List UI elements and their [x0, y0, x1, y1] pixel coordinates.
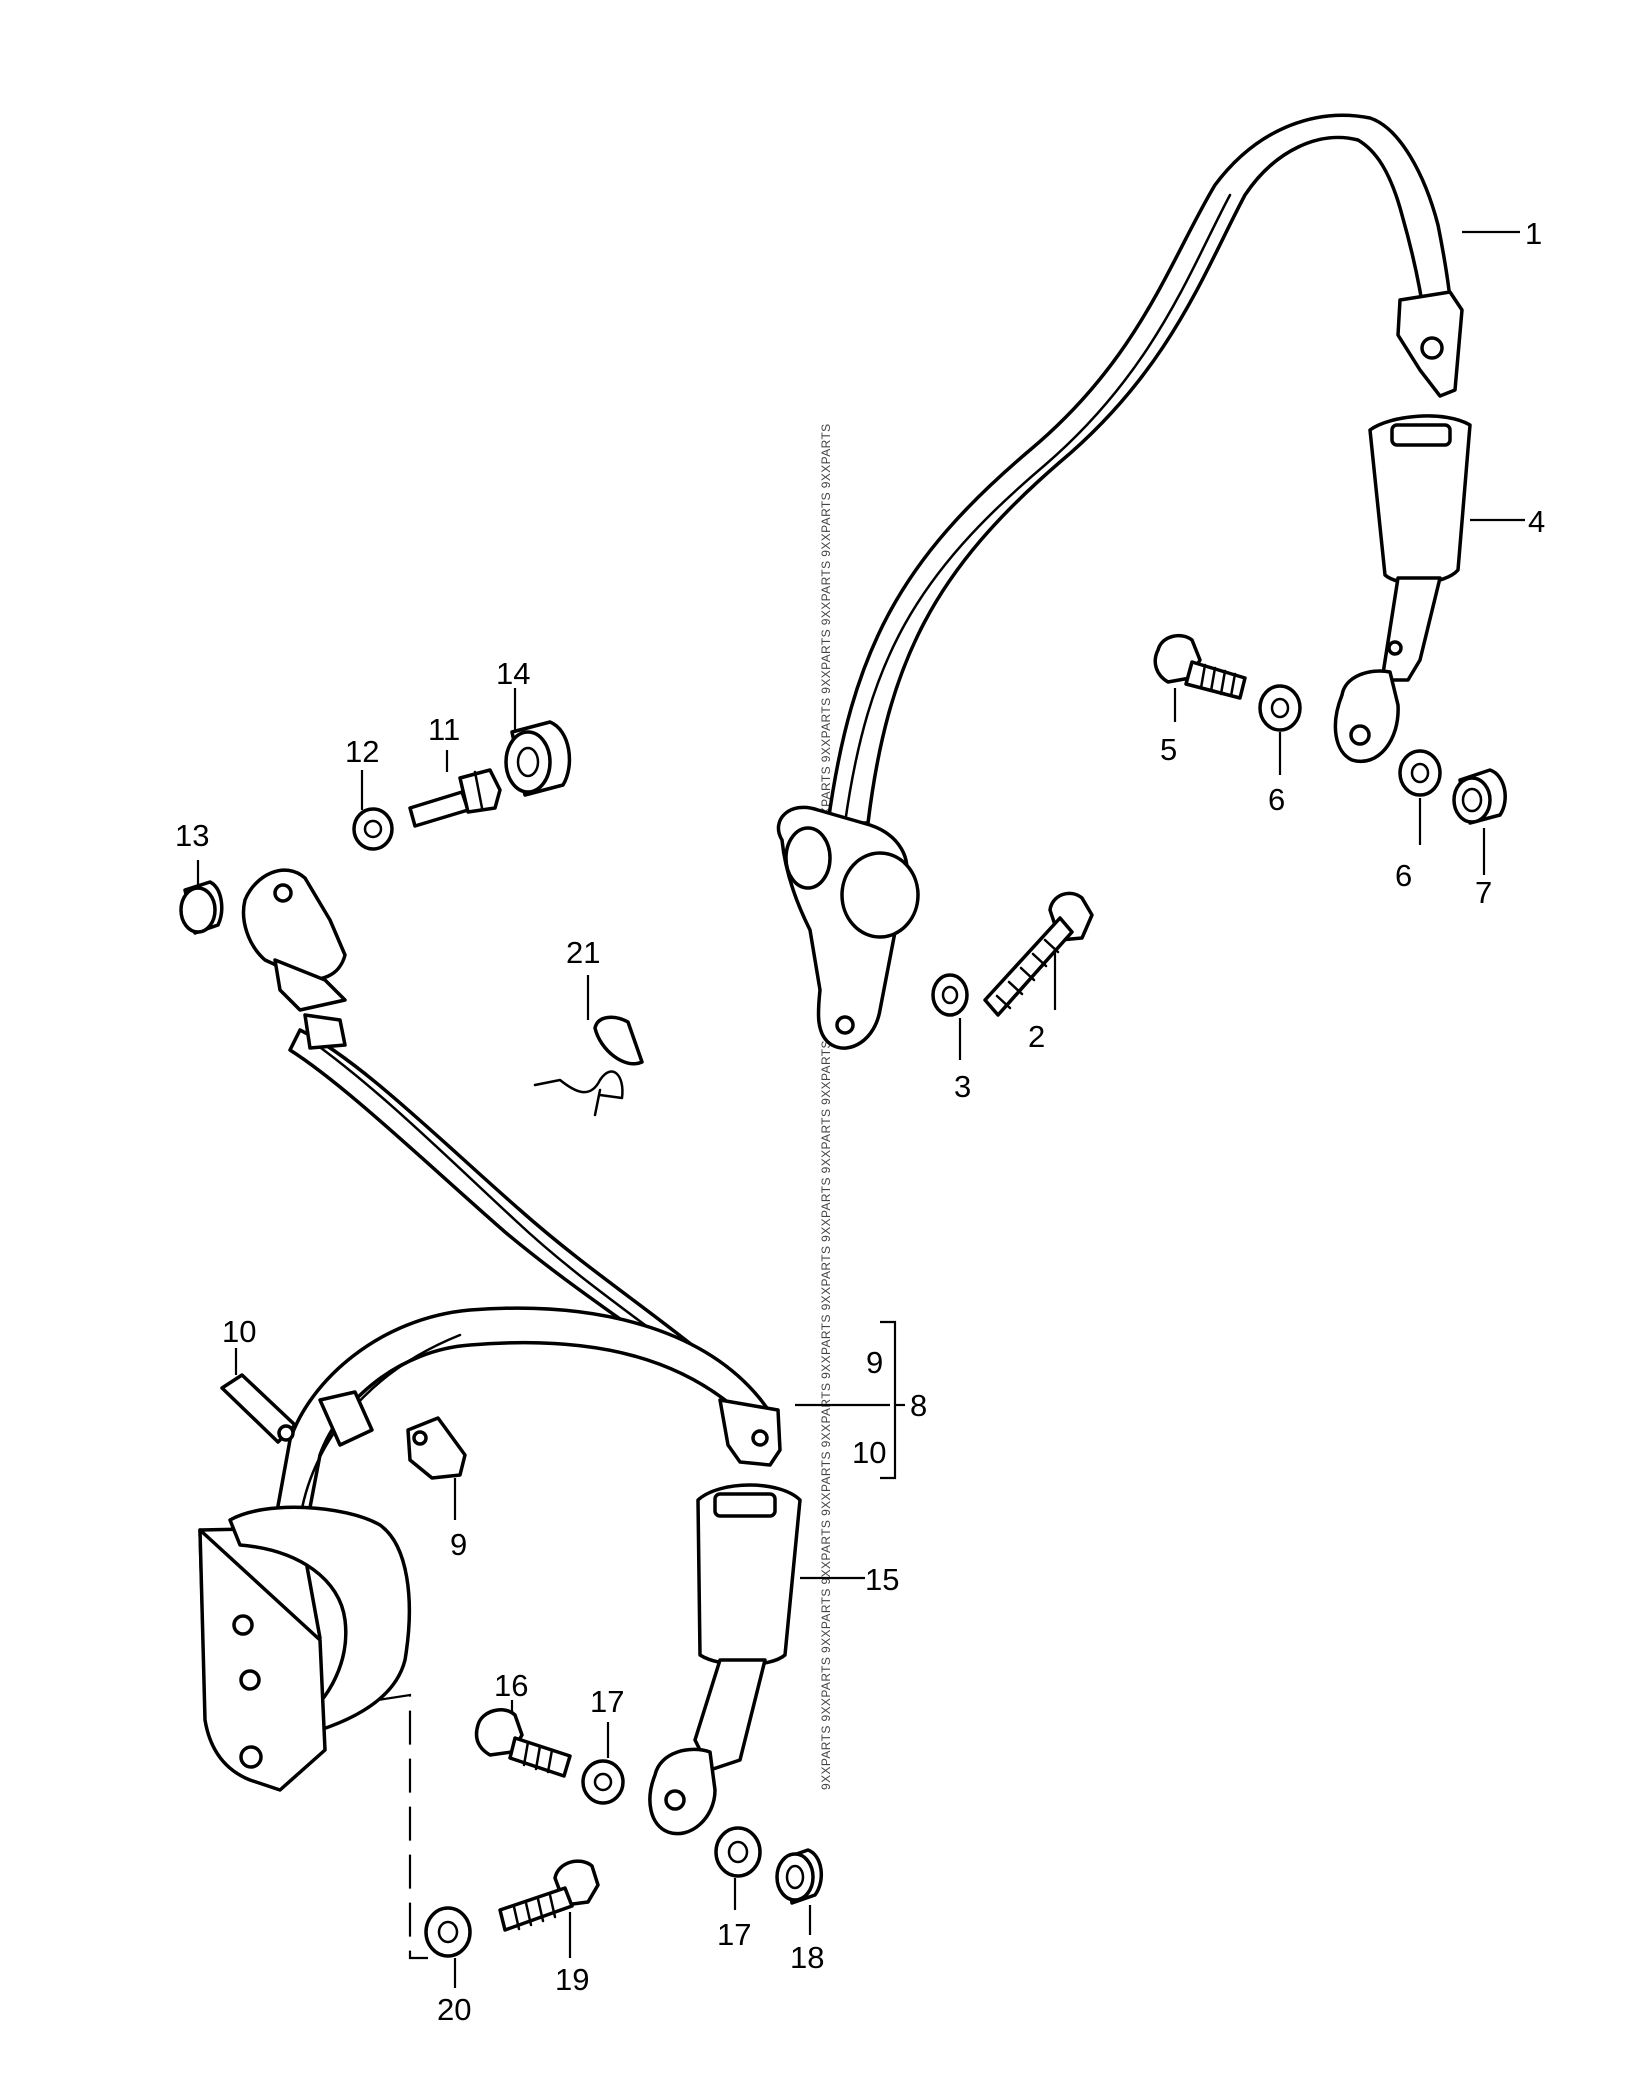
- part-18-spacer: [775, 1848, 824, 1905]
- part-10-retainer: [220, 1373, 297, 1444]
- mount-dashed-line: [377, 1693, 428, 1960]
- part-20-washer: [424, 1906, 472, 1958]
- part-6-washer-b-hole: [1410, 762, 1430, 784]
- part-12-washer: [352, 807, 394, 851]
- callout-1: 1: [1525, 216, 1542, 251]
- part-19-bolt: [498, 1859, 600, 1932]
- callout-16: 16: [494, 1668, 528, 1703]
- watermark: 9XXPARTS 9XXPARTS 9XXPARTS 9XXPARTS 9XXP…: [819, 423, 833, 1790]
- part-3-washer: [931, 973, 969, 1017]
- part-13-spacer: [179, 880, 224, 935]
- part-17-washer-a-hole: [593, 1772, 613, 1792]
- part-3-washer-hole: [941, 985, 959, 1005]
- callout-10-bracket: 10: [852, 1435, 886, 1470]
- callout-11: 11: [428, 712, 460, 747]
- callout-20: 20: [437, 1992, 471, 2027]
- part-6-washer-a-hole: [1270, 697, 1290, 719]
- part-5-bolt: [1153, 633, 1247, 700]
- leader-lines: [196, 230, 1525, 1988]
- callout-6b: 6: [1395, 858, 1412, 893]
- part-17-washer-b: [714, 1826, 762, 1878]
- callout-10-retainer: 10: [222, 1314, 256, 1349]
- callout-15: 15: [865, 1562, 899, 1597]
- part-17-washer-b-hole: [727, 1840, 749, 1864]
- callout-6a: 6: [1268, 782, 1285, 817]
- callout-21: 21: [566, 935, 600, 970]
- callout-8: 8: [910, 1388, 927, 1423]
- part-4-buckle: [1333, 414, 1472, 764]
- callout-17b: 17: [717, 1917, 751, 1952]
- callout-9-clip: 9: [450, 1527, 467, 1562]
- part-2-bolt: [983, 891, 1094, 1017]
- part-14-spacer: [504, 720, 572, 797]
- callout-5: 5: [1160, 732, 1177, 767]
- callout-12: 12: [345, 734, 379, 769]
- callout-17a: 17: [590, 1684, 624, 1719]
- callout-19: 19: [555, 1962, 589, 1997]
- callout-3: 3: [954, 1069, 971, 1104]
- part-15-buckle: [648, 1483, 802, 1836]
- callouts: 1 2 3 4 5 6 6 7 8 9 10 9 10 11 12 13 14 …: [175, 216, 1545, 2027]
- callout-7: 7: [1475, 875, 1492, 910]
- part-11-bolt: [408, 768, 502, 828]
- part-9-clip: [406, 1416, 467, 1480]
- callout-13: 13: [175, 818, 209, 853]
- callout-18: 18: [790, 1940, 824, 1975]
- part-20-washer-hole: [437, 1920, 459, 1944]
- watermark-text: 9XXPARTS 9XXPARTS 9XXPARTS 9XXPARTS 9XXP…: [819, 423, 833, 1790]
- part-6-washer-b: [1398, 749, 1442, 797]
- part-17-washer-a: [581, 1759, 625, 1805]
- callout-14: 14: [496, 656, 530, 691]
- callout-2: 2: [1028, 1019, 1045, 1054]
- part-7-spacer: [1452, 768, 1507, 825]
- callout-4: 4: [1528, 504, 1545, 539]
- callout-9-bracket: 9: [866, 1345, 883, 1380]
- part-12-washer-hole: [363, 819, 383, 839]
- part-1-retractor-belt: [776, 113, 1464, 1050]
- part-8-rear-belt-assembly: [198, 868, 782, 1792]
- part-21-cap: [533, 1015, 644, 1117]
- part-6-washer-a: [1258, 684, 1302, 732]
- part-16-bolt: [474, 1708, 572, 1778]
